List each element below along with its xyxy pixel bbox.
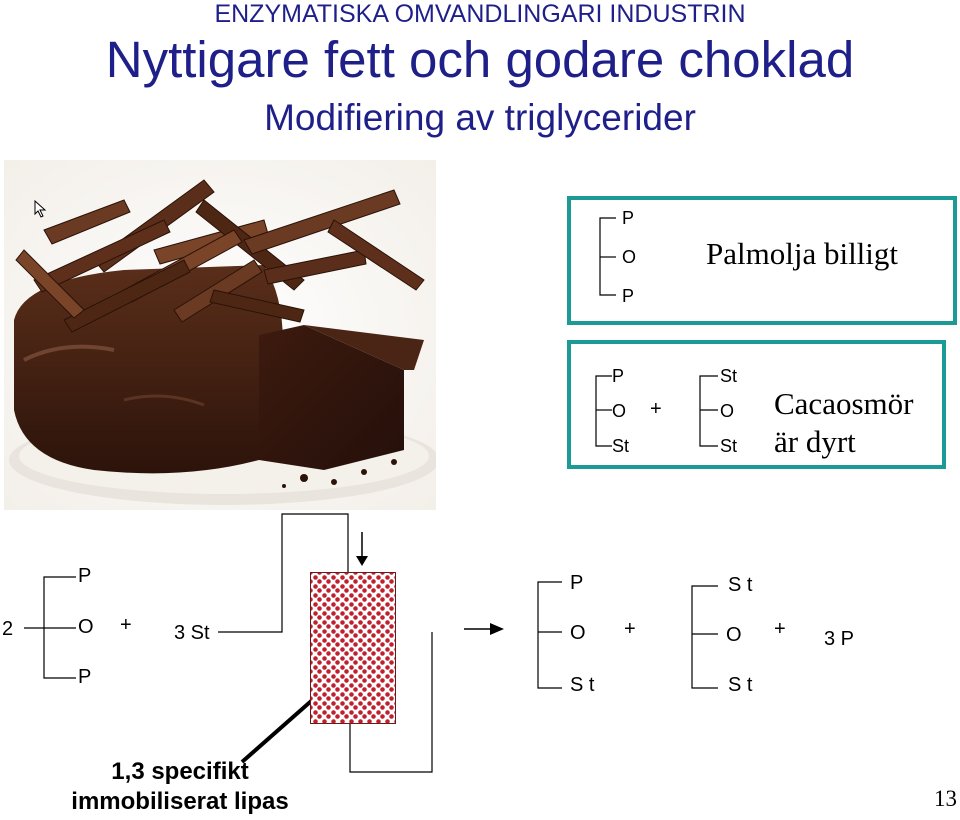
enzyme-reactor-column (310, 572, 396, 724)
cocoa-chain1-middle: O (612, 401, 626, 422)
lipase-callout-line2: immobiliserat lipas (30, 788, 330, 816)
byproduct-palmitic: 3 P (824, 628, 854, 651)
palm-oil-caption: Palmolja billigt (706, 236, 898, 272)
product2-chain-top: S t (728, 574, 752, 597)
page-number: 13 (934, 786, 957, 812)
reactant-coefficient: 2 (2, 618, 13, 641)
lipase-callout-line1: 1,3 specifikt (30, 758, 330, 786)
cocoa-caption-line2: är dyrt (774, 424, 856, 460)
product2-chain-middle: O (726, 624, 742, 647)
cocoa-chain2-middle: O (720, 401, 734, 422)
cocoa-chain1-top: P (612, 366, 624, 387)
reaction-plus-3: + (774, 618, 786, 641)
palm-chain-bottom: P (622, 286, 634, 307)
reactant-chain-top: P (78, 565, 91, 588)
cocoa-plus: + (650, 398, 662, 421)
cocoa-chain1-bottom: St (612, 436, 629, 457)
reactant-chain-middle: O (78, 616, 94, 639)
palm-chain-middle: O (622, 247, 636, 268)
product1-chain-middle: O (570, 622, 586, 645)
product1-chain-top: P (570, 572, 583, 595)
cocoa-chain2-top: St (720, 366, 737, 387)
stearic-reactant: 3 St (174, 622, 210, 645)
reaction-plus-1: + (120, 614, 132, 637)
cocoa-chain2-bottom: St (720, 436, 737, 457)
reactant-chain-bottom: P (78, 666, 91, 689)
cocoa-caption-line1: Cacaosmör (774, 386, 913, 422)
palm-chain-top: P (622, 208, 634, 229)
product2-chain-bottom: S t (728, 674, 752, 697)
reaction-plus-2: + (624, 618, 636, 641)
product1-chain-bottom: S t (570, 674, 594, 697)
